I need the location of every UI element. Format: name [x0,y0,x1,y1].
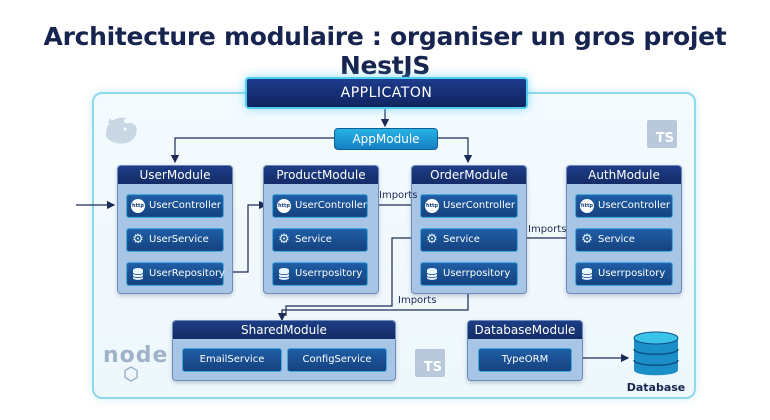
typescript-icon: TS [415,349,445,377]
imports-label: Imports [528,224,567,235]
auth-controller: http UserController [575,194,673,218]
database-icon [581,268,593,280]
order-repository: Userrpository [420,262,518,286]
gear-icon: ⚙ [278,232,290,247]
nodejs-icon: node [103,343,169,368]
email-service: EmailService [182,348,282,372]
product-service: ⚙ Service [272,228,368,252]
order-controller: http UserController [420,194,518,218]
gear-icon: ⚙ [132,232,144,247]
module-title: OrderModule [412,166,526,184]
gear-icon: ⚙ [426,232,438,247]
edge-order-to-shared [277,294,469,322]
product-controller: http UserController [272,194,368,218]
order-service: ⚙ Service [420,228,518,252]
database-module: DatabaseModule TypeORM [467,320,583,381]
app-module: AppModule [334,128,438,150]
user-repository: UserRepository [126,262,225,286]
user-module: UserModule http UserController ⚙ UserSer… [117,165,233,294]
edge-shared-to-order-service [285,233,422,316]
product-module: ProductModule http UserController ⚙ Serv… [263,165,379,294]
nestjs-cat-icon [106,117,137,144]
module-title: SharedModule [173,321,395,339]
user-controller: http UserController [126,194,224,218]
page-title: Architecture modulaire : organiser un gr… [43,22,727,80]
gear-icon: ⚙ [581,232,593,247]
auth-repository: Userrpository [575,262,673,286]
auth-service: ⚙ Service [575,228,673,252]
edge-appmodule-to-user [170,137,334,164]
typeorm: TypeORM [478,348,572,372]
module-title: ProductModule [264,166,378,184]
imports-label: Imports [398,295,437,306]
http-icon: http [131,199,145,213]
application-banner: APPLICATON [245,77,528,109]
database-icon [633,331,679,376]
edge-user-to-product [223,200,268,273]
module-title: DatabaseModule [468,321,582,339]
http-icon: http [277,199,291,213]
database-icon [426,268,438,280]
edge-appmodule-to-order [436,137,473,164]
config-service: ConfigService [287,348,387,372]
module-title: AuthModule [567,166,681,184]
imports-label: Imports [379,190,418,201]
module-title: UserModule [118,166,232,184]
user-service: ⚙ UserService [126,228,224,252]
http-icon: http [425,199,439,213]
typescript-icon: TS [647,120,677,148]
auth-module: AuthModule http UserController ⚙ Service… [566,165,682,294]
database-icon [278,268,290,280]
order-module: OrderModule http UserController ⚙ Servic… [411,165,527,294]
database-label: Database [626,381,686,394]
nodejs-hexagon-icon [124,366,138,382]
database-icon [132,268,144,280]
product-repository: Userrpository [272,262,368,286]
http-icon: http [580,199,594,213]
shared-module: SharedModule EmailService ConfigService [172,320,396,381]
